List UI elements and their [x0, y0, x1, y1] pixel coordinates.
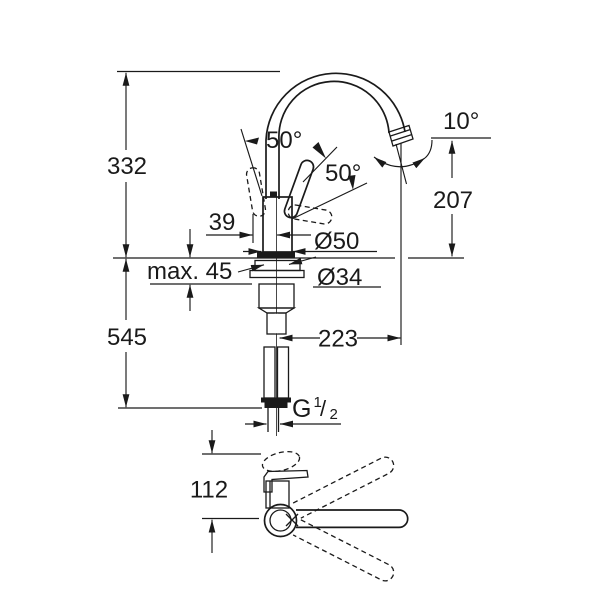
spout-arc	[265, 72, 406, 199]
handle-position-up	[245, 167, 267, 217]
dim-545-label: 545	[107, 324, 147, 351]
dim-207-label: 207	[433, 187, 473, 214]
thread-letter: G	[292, 395, 311, 423]
body-plan-inner	[269, 509, 292, 532]
spout-outlet-tip	[388, 124, 414, 147]
body-plan-outer	[263, 503, 298, 538]
dimension-332: 332	[107, 70, 280, 258]
handle-position-down	[287, 204, 333, 225]
dim-112-label: 112	[190, 477, 228, 504]
dim-dia34-label: Ø34	[317, 264, 362, 291]
mounting-hardware	[249, 259, 305, 432]
dim-max45-label: max. 45	[147, 258, 232, 285]
thread-denominator: 2	[330, 406, 338, 423]
dimension-g-half: G 1 / 2	[245, 394, 341, 428]
g-half-thread	[267, 408, 280, 432]
dim-332-label: 332	[107, 153, 147, 180]
lock-washer	[249, 269, 305, 279]
spout-joint	[270, 191, 277, 198]
dimension-10deg: 10°	[373, 108, 491, 185]
handle-paddle-plan	[263, 469, 309, 493]
dim-dia50-label: Ø50	[314, 228, 359, 255]
dimension-max45: max. 45	[147, 229, 232, 311]
handle-base-plan	[265, 480, 290, 509]
spout-plan	[296, 509, 409, 529]
dim-50deg-upper-label: 50°	[266, 127, 302, 154]
faucet-body	[257, 191, 295, 258]
dim-223-label: 223	[318, 326, 358, 353]
plan-view	[261, 450, 409, 582]
dim-39-label: 39	[209, 209, 236, 236]
threaded-stud	[266, 312, 287, 335]
dim-10deg-label: 10°	[443, 108, 479, 135]
dimension-50deg-lower: 50°	[291, 160, 368, 220]
dimension-545: 545	[107, 258, 262, 409]
dimension-50deg-upper: 50°	[240, 127, 338, 197]
dimension-223: 223	[279, 143, 402, 353]
handle-knob-dashed	[261, 450, 301, 473]
elevation-view	[113, 72, 464, 436]
base-flange	[257, 251, 295, 258]
swivel-spout-dashed-positions	[292, 456, 395, 582]
dimension-39: 39	[206, 209, 311, 243]
dimension-112: 112	[190, 430, 261, 553]
loop-handle	[245, 159, 333, 225]
counter-section	[113, 257, 464, 285]
dim-50deg-lower-label: 50°	[325, 160, 361, 187]
thread-slash: /	[320, 396, 327, 421]
thread-numerator: 1	[314, 394, 322, 411]
dimension-dia34: Ø34	[237, 256, 381, 291]
dimension-dia50: Ø50	[243, 228, 377, 255]
dimension-207: 207	[433, 140, 473, 257]
joint-cross-mark	[285, 513, 299, 527]
hose-end-fitting	[261, 397, 291, 408]
